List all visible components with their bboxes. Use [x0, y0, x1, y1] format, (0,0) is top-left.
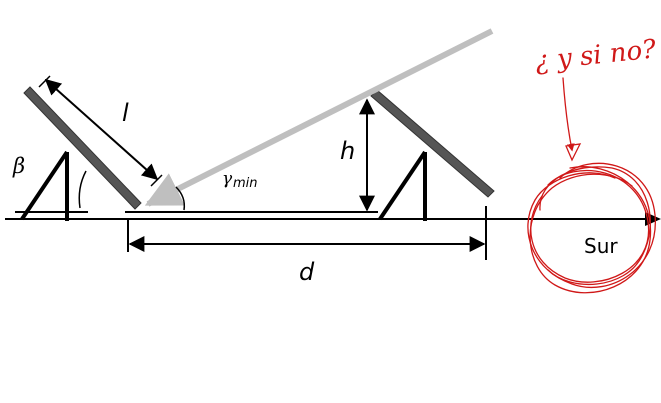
scribble-circle-1 [527, 162, 656, 289]
sun-angle-subscript: min [233, 176, 258, 191]
direction-label: Sur [584, 234, 618, 258]
annotation-pointer-arrow [562, 77, 575, 152]
length-label: l [122, 99, 129, 127]
right-panel-support [378, 150, 427, 221]
scribble-circle-3 [529, 166, 652, 294]
distance-label: d [299, 258, 315, 286]
tilt-angle-label: β [12, 154, 25, 178]
scribble-circle-2 [530, 170, 650, 283]
left-panel-support [15, 150, 88, 221]
handwritten-note: ¿ y si no? [534, 34, 659, 77]
length-tick-start [38, 75, 51, 88]
sun-angle-arc [175, 186, 186, 211]
tilt-angle-arc [78, 170, 87, 209]
handwritten-annotation [527, 77, 656, 294]
scribble-circle-4 [539, 166, 651, 286]
sun-angle-symbol: γ [222, 169, 233, 189]
length-tick-end [150, 174, 163, 187]
height-label: h [340, 137, 355, 165]
sun-ray [144, 28, 494, 207]
length-dimension [44, 78, 159, 181]
right-solar-panel [370, 89, 495, 198]
